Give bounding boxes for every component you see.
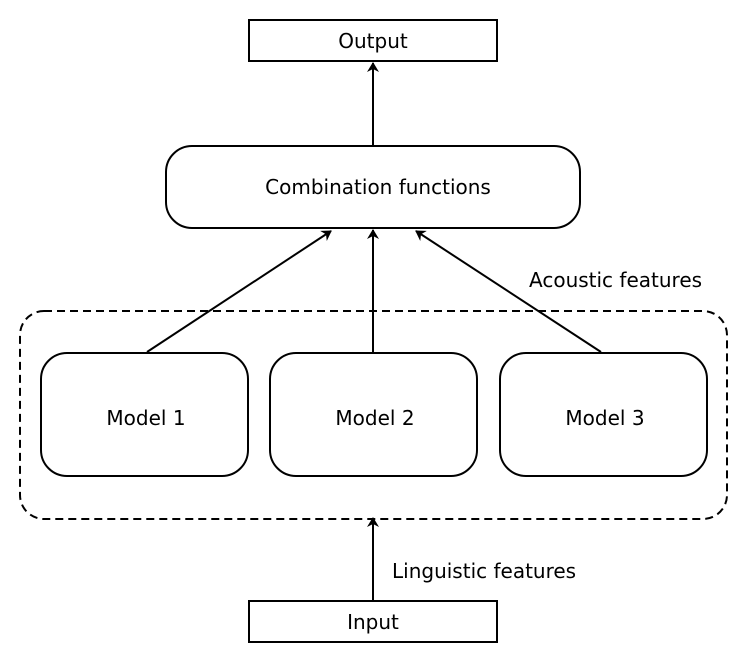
combination-label: Combination functions — [265, 175, 491, 199]
acoustic-features-label: Acoustic features — [529, 268, 702, 292]
output-node: Output — [248, 19, 498, 62]
edge-model1-to-combination — [146, 230, 332, 353]
input-label: Input — [347, 610, 399, 634]
linguistic-features-label: Linguistic features — [392, 559, 576, 583]
model-1-label: Model 1 — [106, 406, 185, 430]
output-label: Output — [338, 29, 408, 53]
model-1-node: Model 1 — [40, 352, 249, 477]
model-2-node: Model 2 — [269, 352, 478, 477]
combination-node: Combination functions — [165, 145, 581, 229]
edge-model3-to-combination — [415, 230, 602, 353]
model-2-label: Model 2 — [335, 406, 414, 430]
input-node: Input — [248, 600, 498, 643]
model-3-label: Model 3 — [565, 406, 644, 430]
model-3-node: Model 3 — [499, 352, 708, 477]
